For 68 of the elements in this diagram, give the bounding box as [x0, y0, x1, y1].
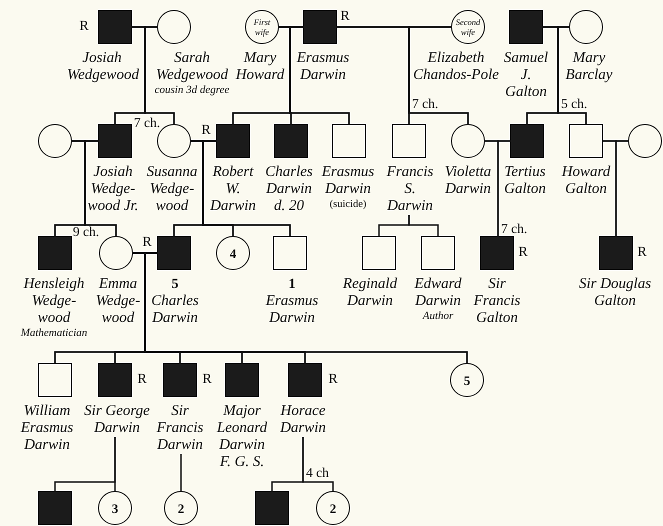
count-number: 5 — [464, 372, 470, 388]
name-label: Mary Howard — [234, 50, 286, 84]
name-label: Sir Francis Darwin — [156, 403, 204, 454]
note-text: Author — [421, 310, 454, 323]
relative-mark: R — [328, 372, 338, 388]
relative-mark: R — [518, 245, 528, 261]
name-label: Reginald Darwin — [342, 276, 398, 310]
name-label: Major Leonard Darwin — [216, 403, 268, 454]
name-label: Erasmus Darwin — [296, 50, 350, 84]
relative-mark: R — [637, 245, 647, 261]
note-text: Mathematician — [20, 327, 88, 340]
descent-line — [144, 26, 175, 124]
number-label: 1 — [288, 276, 296, 293]
relative-mark: R — [79, 19, 89, 35]
children-count: 7 ch. — [134, 115, 160, 131]
inside-label: Second wife — [454, 17, 482, 37]
name-label: Francis S. Darwin — [386, 164, 434, 215]
children-count: 4 ch — [306, 465, 329, 481]
children-count: 7 ch. — [501, 221, 528, 237]
name-label: Tertius Galton — [503, 164, 547, 198]
count-number: 3 — [112, 500, 118, 516]
descent-line — [615, 140, 628, 236]
children-count: 9 ch. — [72, 224, 100, 240]
descent-line — [408, 26, 469, 124]
name-label: Violetta Darwin — [444, 164, 492, 198]
children-count: 5 ch. — [561, 96, 588, 112]
note-text: cousin 3d degree — [154, 84, 230, 97]
name-label: Samuel J. Galton — [502, 50, 550, 101]
note-text: F. G. S. — [218, 454, 266, 471]
name-label: Josiah Wedge-wood Jr. — [87, 164, 139, 215]
name-label: William Erasmus Darwin — [20, 403, 74, 454]
descent-line — [180, 454, 182, 491]
number-label: 5 — [170, 276, 180, 293]
descent-line — [84, 140, 117, 236]
count-number: 2 — [178, 500, 184, 516]
count-number: 4 — [230, 246, 236, 260]
name-label: Horace Darwin — [279, 403, 327, 437]
name-label: Josiah Wedgewood — [67, 50, 137, 84]
descent-line — [408, 215, 439, 236]
name-label: Emma Wedge-wood — [95, 276, 141, 327]
count-number: 2 — [330, 500, 336, 516]
descent-line — [497, 140, 510, 236]
descent-line — [114, 437, 116, 491]
children-count: 7 ch. — [412, 96, 438, 112]
name-label: Elizabeth Chandos-Pole — [412, 50, 500, 84]
name-label: Sarah Wedgewood — [155, 50, 229, 84]
inside-label: First wife — [252, 17, 272, 37]
name-label: Sir George Darwin — [83, 403, 151, 437]
name-label: Susanna Wedge-wood — [146, 164, 198, 215]
relative-mark: R — [142, 235, 152, 251]
note-text: d. 20 — [273, 198, 305, 215]
name-label: Sir Francis Galton — [472, 276, 522, 327]
note-text: (suicide) — [328, 198, 368, 211]
relative-mark: R — [201, 123, 211, 139]
relative-mark: R — [340, 9, 350, 25]
name-label: Erasmus Darwin — [264, 293, 320, 327]
name-label: Edward Darwin — [413, 276, 462, 310]
name-label: Mary Barclay — [564, 50, 614, 84]
name-label: Sir Douglas Galton — [578, 276, 652, 310]
relative-mark: R — [137, 372, 147, 388]
relative-mark: R — [202, 372, 212, 388]
name-label: Hensleigh Wedge-wood — [22, 276, 86, 327]
name-label: Charles Darwin — [150, 293, 200, 327]
descent-line — [302, 437, 334, 491]
name-label: Robert W. Darwin — [209, 164, 257, 215]
descent-line — [557, 26, 587, 124]
name-label: Howard Galton — [560, 164, 612, 198]
name-label: Erasmus Darwin — [320, 164, 376, 198]
